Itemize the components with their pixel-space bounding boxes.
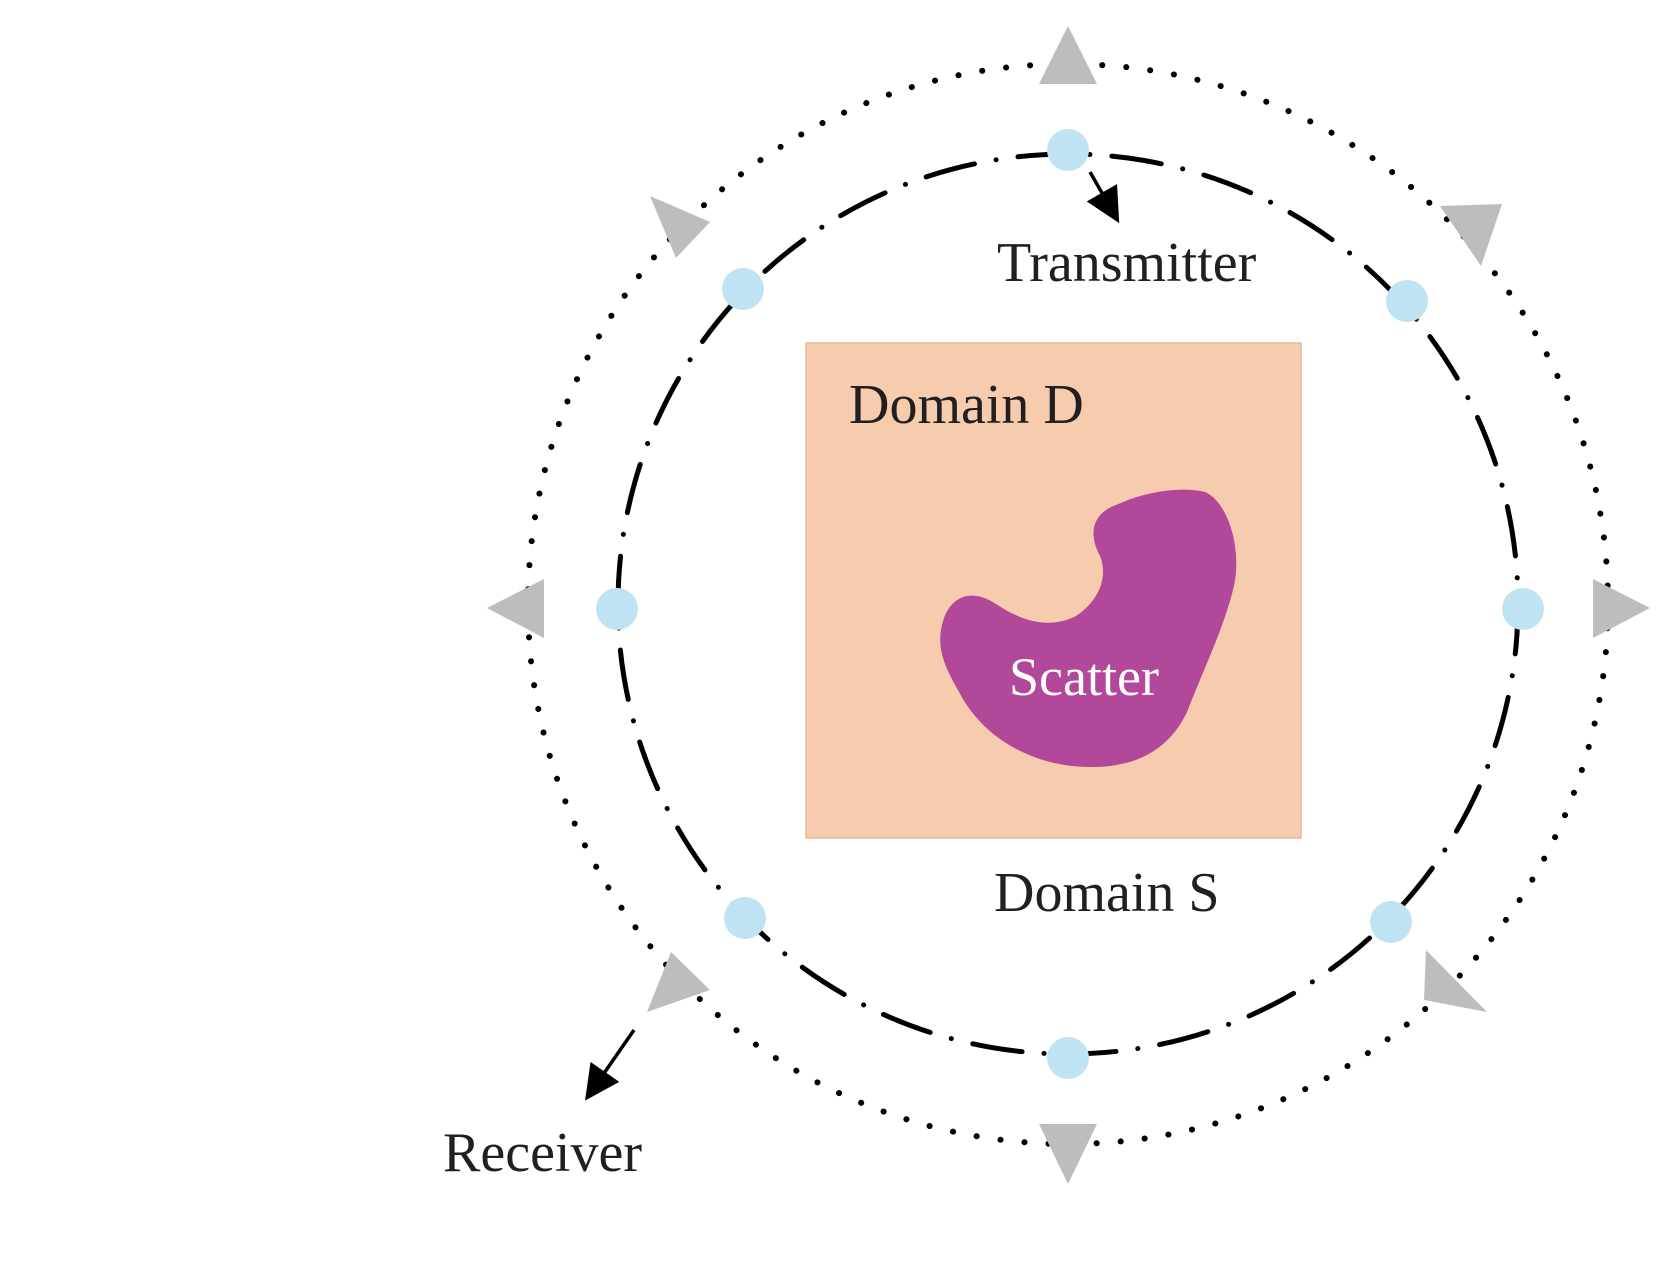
domain-d-label: Domain D [849, 374, 1084, 436]
receiver-triangle-icon [650, 196, 710, 258]
receiver-pointer-arrow-icon [585, 1029, 636, 1101]
receiver-triangle-icon [1039, 26, 1097, 84]
receiver-triangles [487, 26, 1650, 1184]
transmitter-dot-right [1502, 588, 1544, 630]
receiver-triangle-icon [647, 952, 710, 1012]
receiver-triangle-icon [487, 579, 544, 638]
transmitter-dot-top-left [722, 268, 764, 310]
transmitter-dot-top-right [1386, 280, 1428, 322]
scatter-label: Scatter [1009, 647, 1159, 707]
receiver-triangle-icon [1593, 579, 1650, 638]
domain-s-label: Domain S [994, 862, 1220, 924]
receiver-triangle-icon [1424, 950, 1487, 1012]
transmitter-dot-bottom-left [724, 897, 766, 939]
transmitter-dot-top [1047, 129, 1089, 171]
receiver-triangle-icon [1039, 1124, 1097, 1184]
transmitter-dot-left [596, 588, 638, 630]
transmitter-dot-bottom-right [1370, 901, 1412, 943]
scatter-shape [940, 489, 1237, 768]
transmitter-label: Transmitter [997, 232, 1257, 294]
receiver-triangle-icon [1440, 204, 1502, 266]
transmitter-dot-bottom [1047, 1037, 1089, 1079]
receiver-label: Receiver [443, 1122, 642, 1184]
transmitter-pointer-arrow-icon [1086, 171, 1120, 224]
transmitter-dots [596, 129, 1544, 1079]
